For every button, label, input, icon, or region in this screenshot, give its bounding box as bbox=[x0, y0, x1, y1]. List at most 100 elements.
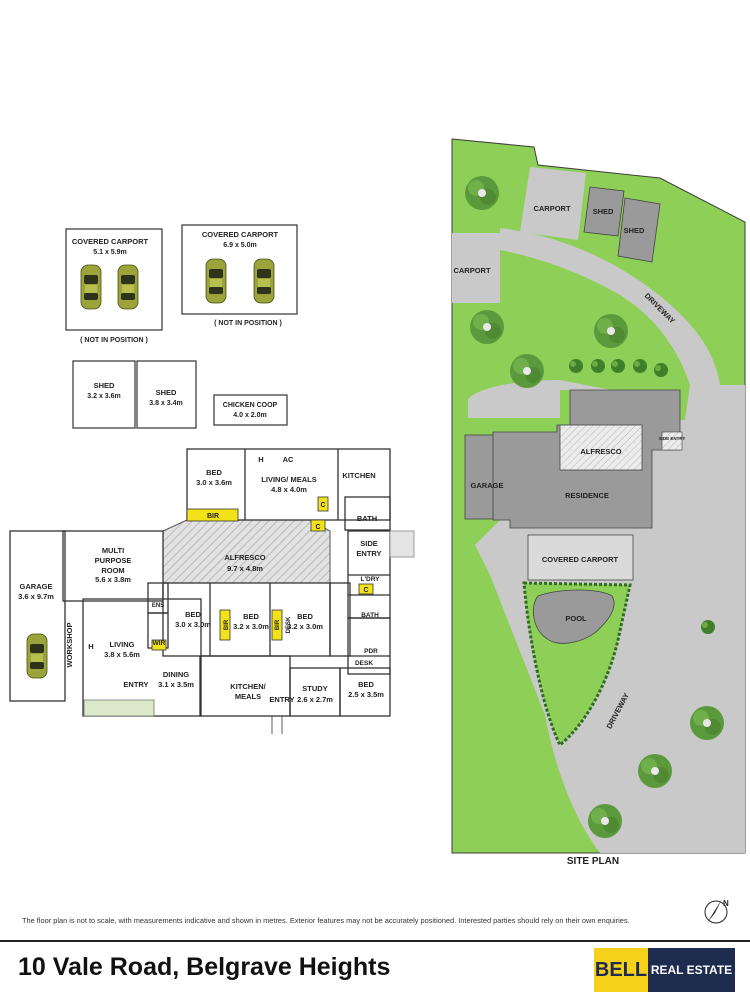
site-shed-a bbox=[583, 186, 625, 237]
wir-label: WIR bbox=[153, 640, 166, 647]
shed-2-label: SHED bbox=[156, 388, 177, 397]
heater-label: H bbox=[258, 455, 263, 464]
bir-label: BIR bbox=[207, 513, 219, 520]
c-label: C bbox=[315, 524, 320, 531]
bath-label: BATH bbox=[357, 514, 377, 523]
alfresco-dims: 9.7 x 4.8m bbox=[227, 564, 263, 573]
c-label: C bbox=[320, 502, 325, 509]
site-plan: CARPORT CARPORT SHED SHED DRIVEWAY DRIVE… bbox=[451, 138, 746, 867]
entry-2-label: ENTRY bbox=[269, 695, 294, 704]
desk-label: DESK bbox=[355, 660, 373, 667]
site-side-entry-label: SIDE ENTRY bbox=[659, 436, 686, 441]
car-icon bbox=[80, 264, 102, 310]
shrub-icon bbox=[633, 359, 647, 373]
dining-dims: 3.1 x 3.5m bbox=[158, 680, 194, 689]
tree-icon bbox=[690, 706, 724, 740]
living-meals-dims: 4.8 x 4.0m bbox=[271, 485, 307, 494]
bed-3-label: BED bbox=[243, 612, 259, 621]
heater-label: H bbox=[88, 642, 93, 651]
site-covered-carport-label: COVERED CARPORT bbox=[542, 555, 619, 564]
shrub-icon bbox=[701, 620, 715, 634]
car-icon bbox=[253, 258, 275, 304]
bed-2-dims: 3.0 x 3.0m bbox=[175, 620, 211, 629]
shed-1 bbox=[72, 360, 136, 429]
carport-1 bbox=[65, 228, 163, 331]
north-arrow-icon: N bbox=[704, 899, 729, 924]
c-block bbox=[317, 496, 329, 512]
kitchen-label: KITCHEN bbox=[342, 471, 375, 480]
svg-text:N: N bbox=[723, 899, 729, 908]
bed-4-label: BED bbox=[297, 612, 313, 621]
chicken-coop bbox=[213, 394, 288, 426]
site-alfresco bbox=[559, 424, 643, 471]
tree-icon bbox=[465, 176, 499, 210]
site-pool bbox=[532, 589, 615, 644]
bath-2-label: BATH bbox=[361, 612, 379, 619]
powder-label: PDR bbox=[364, 648, 378, 655]
bed-5-label: BED bbox=[358, 680, 374, 689]
tree-icon bbox=[470, 310, 504, 344]
laundry-label: L'DRY bbox=[361, 576, 381, 583]
site-carport-a bbox=[520, 167, 586, 240]
carport-2 bbox=[181, 224, 298, 315]
chicken-coop-dims: 4.0 x 2.0m bbox=[233, 412, 266, 419]
alfresco-label: ALFRESCO bbox=[224, 553, 265, 562]
bell-real-estate-logo: BELL REAL ESTATE bbox=[594, 948, 735, 992]
property-address: 10 Vale Road, Belgrave Heights bbox=[18, 953, 391, 981]
living-label: LIVING bbox=[109, 640, 134, 649]
kitchen-meals-label: KITCHEN/MEALS bbox=[230, 682, 266, 701]
shrub-icon bbox=[591, 359, 605, 373]
carport-1-label: COVERED CARPORT bbox=[72, 237, 149, 246]
living-dims: 3.8 x 5.6m bbox=[104, 650, 140, 659]
bir-label: BIR bbox=[275, 619, 281, 630]
bed-4-dims: 3.2 x 3.0m bbox=[287, 622, 323, 631]
bir-block bbox=[219, 609, 231, 641]
c-block bbox=[358, 583, 374, 595]
c-label: C bbox=[363, 587, 368, 594]
car-icon bbox=[117, 264, 139, 310]
site-side-entry bbox=[661, 431, 683, 451]
c-block bbox=[310, 519, 326, 532]
chicken-coop-label: CHICKEN COOP bbox=[223, 402, 278, 409]
garage-label: GARAGE bbox=[20, 582, 53, 591]
bed-1-label: BED bbox=[206, 468, 222, 477]
workshop-label: WORKSHOP bbox=[65, 623, 74, 668]
site-covered-carport bbox=[527, 534, 634, 581]
ensuite-label: ENS bbox=[152, 603, 164, 609]
bed-5-dims: 2.5 x 3.5m bbox=[348, 690, 384, 699]
living-meals-label: LIVING/ MEALS bbox=[261, 475, 316, 484]
tree-icon bbox=[638, 754, 672, 788]
study-dims: 2.6 x 2.7m bbox=[297, 695, 333, 704]
tree-icon bbox=[594, 314, 628, 348]
room-labels: BED 3.0 x 3.6m H AC LIVING/ MEALS 4.8 x … bbox=[18, 455, 384, 704]
tree-icon bbox=[510, 354, 544, 388]
carport-2-label: COVERED CARPORT bbox=[202, 230, 279, 239]
bed-2-label: BED bbox=[185, 610, 201, 619]
carport-2-dims: 6.9 x 5.0m bbox=[223, 242, 256, 249]
site-carport-b bbox=[452, 233, 500, 303]
shrub-icon bbox=[611, 359, 625, 373]
site-shed-a-label: SHED bbox=[593, 207, 614, 216]
floor-plan bbox=[9, 448, 415, 734]
storage-blocks: BIR C C C BIR BIR bbox=[151, 496, 374, 651]
site-carport-a-label: CARPORT bbox=[533, 204, 571, 213]
entry-label: ENTRY bbox=[123, 680, 148, 689]
site-alfresco-label: ALFRESCO bbox=[580, 447, 621, 456]
shed-2-dims: 3.8 x 3.4m bbox=[149, 400, 182, 407]
carport-2-note: ( NOT IN POSITION ) bbox=[214, 320, 282, 327]
shrub-icon bbox=[569, 359, 583, 373]
carport-1-note: ( NOT IN POSITION ) bbox=[80, 337, 148, 344]
alfresco-area bbox=[162, 519, 331, 584]
site-residence-label: RESIDENCE bbox=[565, 491, 609, 500]
bir-block bbox=[271, 609, 283, 641]
footer-divider bbox=[0, 940, 750, 942]
carport-1-dims: 5.1 x 5.9m bbox=[93, 249, 126, 256]
bed-3-dims: 3.2 x 3.0m bbox=[233, 622, 269, 631]
shrub-icon bbox=[654, 363, 668, 377]
logo-real-estate: REAL ESTATE bbox=[648, 948, 735, 992]
study-label: STUDY bbox=[302, 684, 327, 693]
site-shed-b bbox=[617, 197, 661, 263]
outbuildings: COVERED CARPORT 5.1 x 5.9m ( NOT IN POSI… bbox=[65, 224, 298, 429]
logo-bell: BELL bbox=[594, 948, 648, 992]
